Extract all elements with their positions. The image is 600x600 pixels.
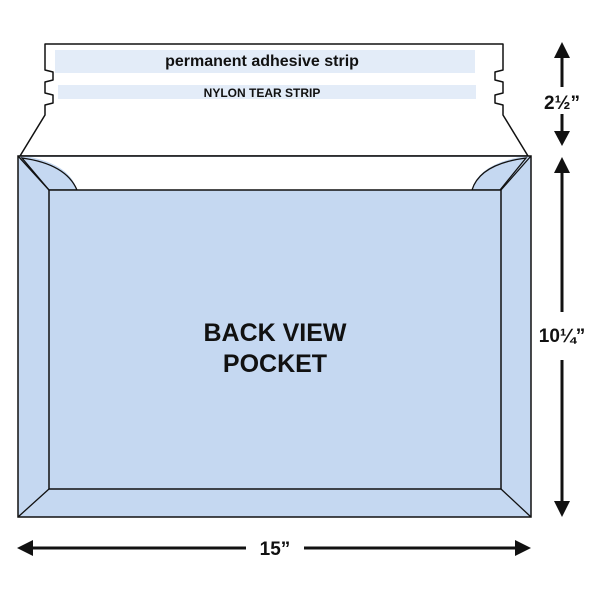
tear-strip — [58, 85, 476, 99]
arrow-up-icon — [554, 42, 570, 58]
fold-line-top-left — [17, 155, 50, 191]
pocket-label-line2: POCKET — [223, 350, 327, 378]
dimension-pocket-height: 10¼” — [539, 157, 585, 517]
fold-line-top-right — [500, 155, 532, 191]
adhesive-strip — [55, 50, 475, 73]
arrow-left-icon — [17, 540, 33, 556]
flap: permanent adhesive strip NYLON TEAR STRI… — [19, 43, 529, 157]
arrow-right-icon — [515, 540, 531, 556]
dimension-width: 15” — [17, 539, 531, 560]
pocket: BACK VIEW POCKET — [17, 155, 532, 518]
pocket-inner-panel — [48, 189, 502, 490]
tear-strip-label: NYLON TEAR STRIP — [204, 86, 321, 100]
dimension-flap-height: 2½” — [544, 42, 580, 146]
flap-height-label: 2½” — [544, 93, 580, 114]
arrow-up-icon — [554, 157, 570, 173]
adhesive-strip-label: permanent adhesive strip — [165, 53, 359, 70]
arrow-down-icon — [554, 501, 570, 517]
pocket-label-line1: BACK VIEW — [203, 319, 346, 347]
pocket-height-label: 10¼” — [539, 326, 585, 347]
pocket-opening — [30, 157, 520, 190]
arrow-down-icon — [554, 131, 570, 146]
width-label: 15” — [260, 539, 291, 560]
fold-line-bottom-left — [17, 488, 50, 518]
fold-line-bottom-right — [500, 488, 532, 518]
